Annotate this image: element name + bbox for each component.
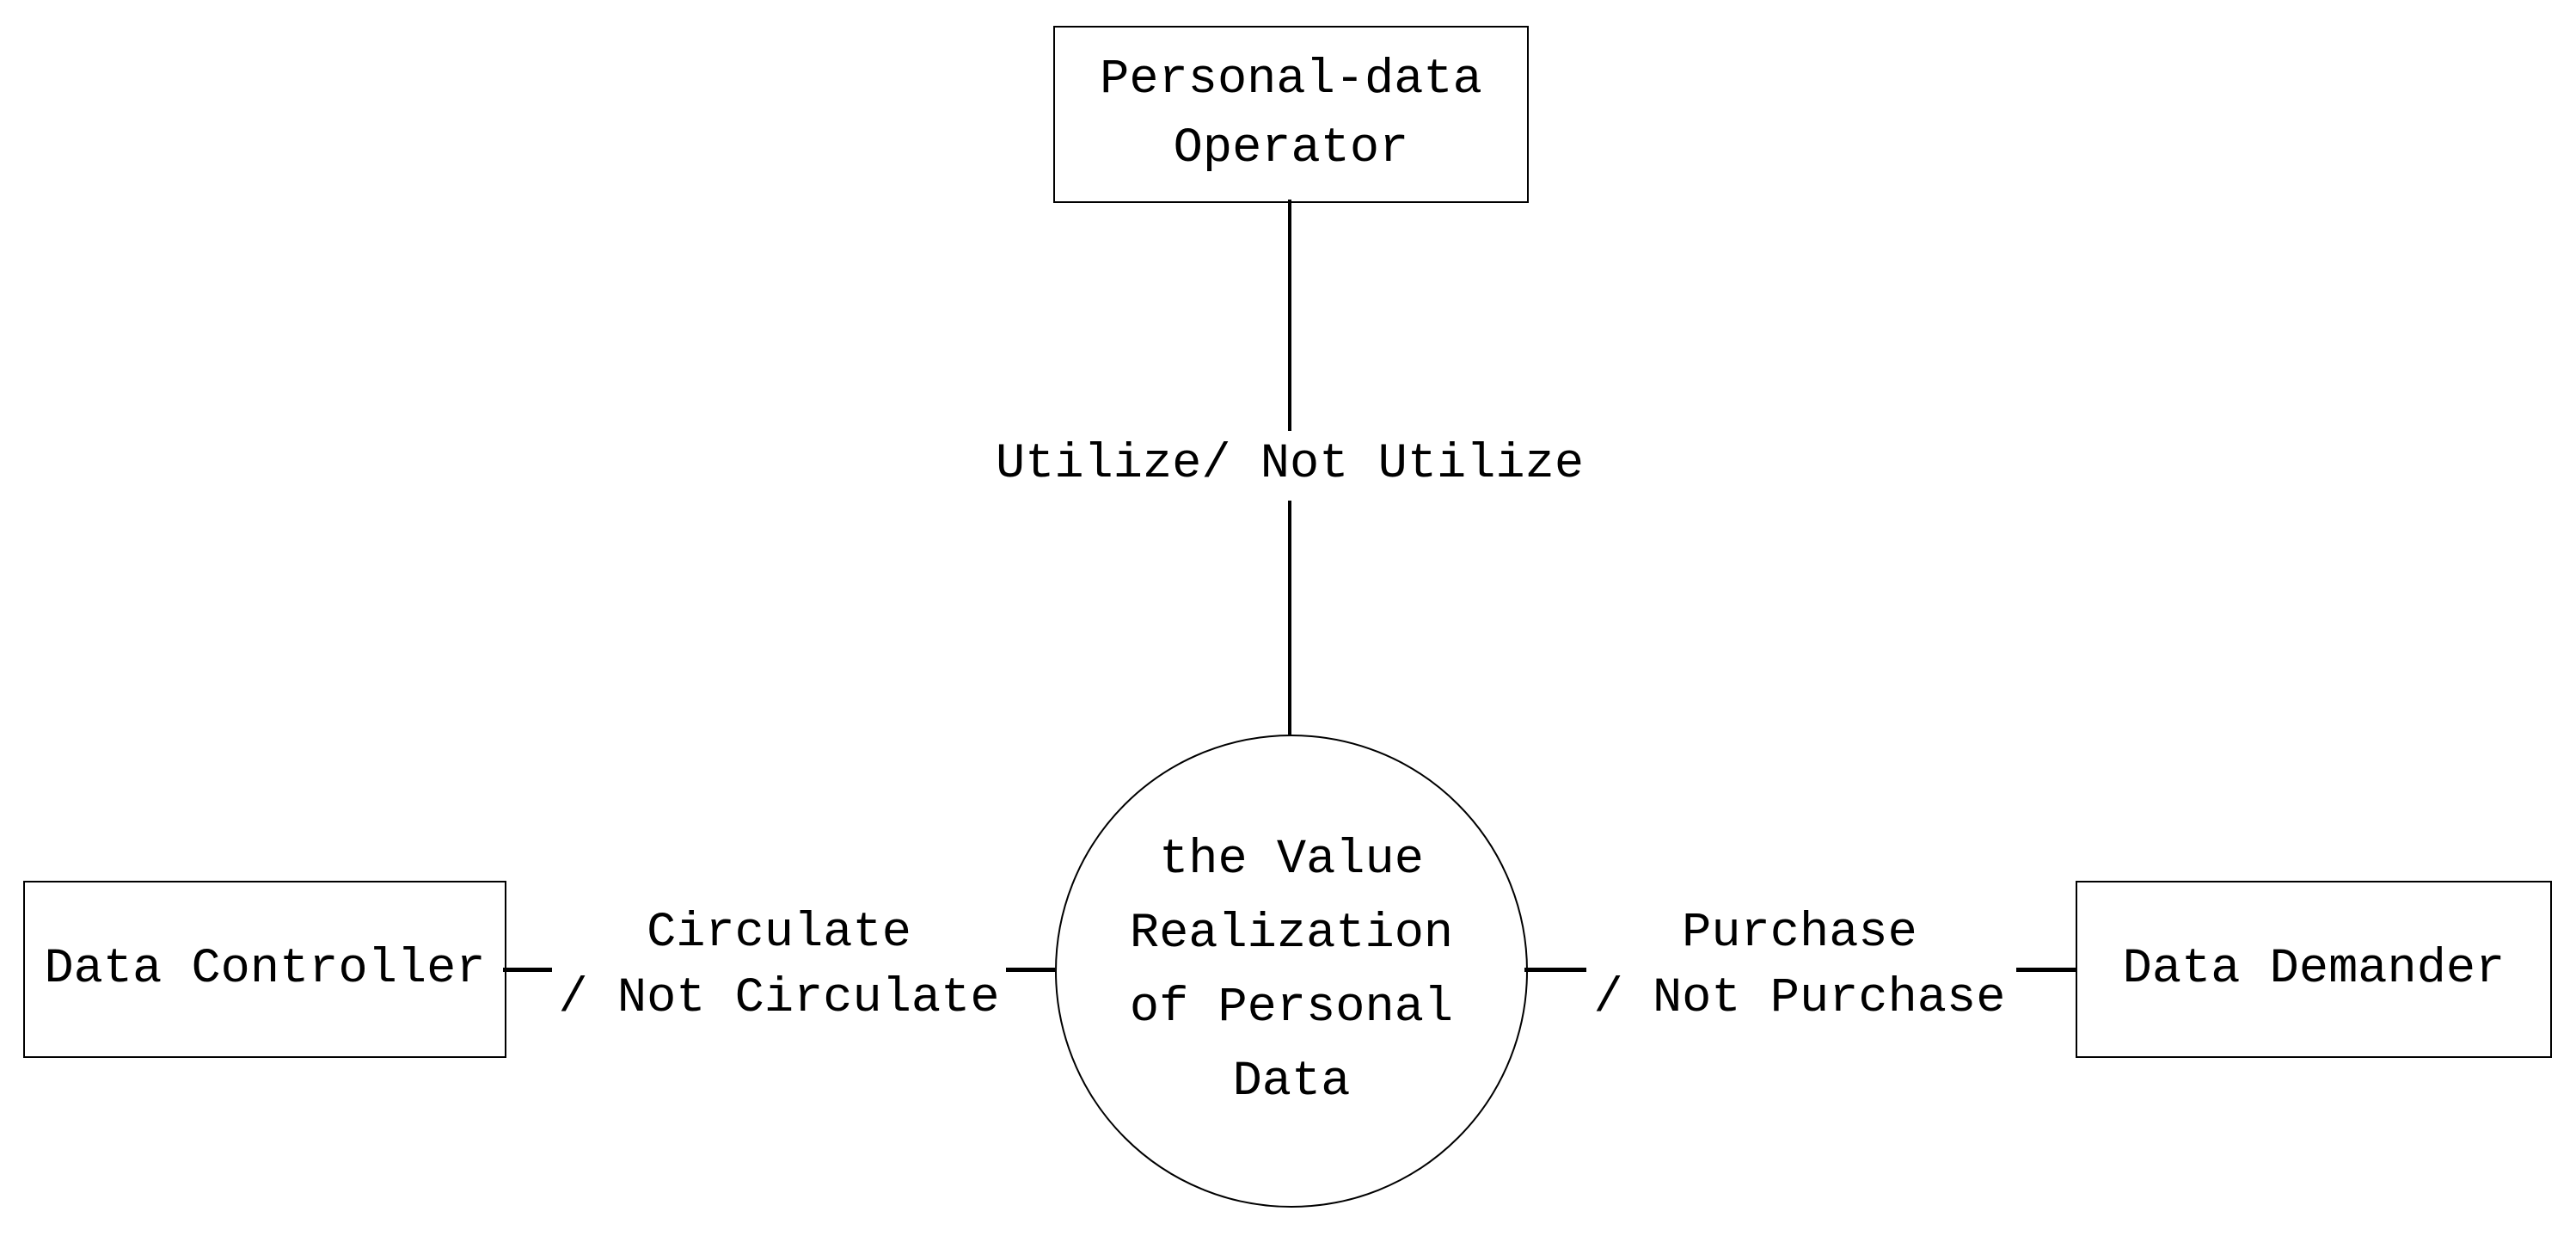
data-demander-label: Data Demander [2122, 942, 2505, 997]
value-realization-label-line3: of Personal [1129, 981, 1454, 1036]
purchase-edge-label-line2: / Not Purchase [1593, 971, 2006, 1026]
value-realization-label-line4: Data [1232, 1055, 1351, 1110]
personal-data-operator-label-line1: Personal-data [1100, 52, 1482, 108]
data-controller-box: Data Controller [23, 881, 506, 1058]
circulate-edge-label-line2: / Not Circulate [558, 971, 1000, 1026]
circulate-edge-label-line1: Circulate [647, 906, 911, 961]
personal-data-operator-label-line2: Operator [1173, 121, 1409, 176]
purchase-edge-label-line1: Purchase [1682, 906, 1917, 961]
data-controller-label: Data Controller [44, 942, 486, 997]
data-demander-box: Data Demander [2076, 881, 2552, 1058]
circulate-connector-right-segment [1006, 968, 1055, 972]
purchase-connector-left-segment [1524, 968, 1586, 972]
circulate-edge-label: Circulate / Not Circulate [478, 901, 1080, 1031]
purchase-edge-label: Purchase / Not Purchase [1499, 901, 2101, 1031]
value-realization-label-line1: the Value [1159, 833, 1424, 888]
utilize-edge-label-text: Utilize/ Not Utilize [995, 437, 1585, 492]
circulate-connector-left-segment [503, 968, 552, 972]
value-realization-label-line2: Realization [1129, 907, 1454, 962]
purchase-connector-right-segment [2016, 968, 2076, 972]
utilize-connector-upper-segment [1288, 200, 1291, 431]
utilize-edge-label: Utilize/ Not Utilize [903, 430, 1677, 499]
personal-data-operator-box: Personal-data Operator [1053, 26, 1529, 203]
utilize-connector-lower-segment [1288, 501, 1291, 735]
value-realization-circle: the Value Realization of Personal Data [1055, 735, 1528, 1208]
